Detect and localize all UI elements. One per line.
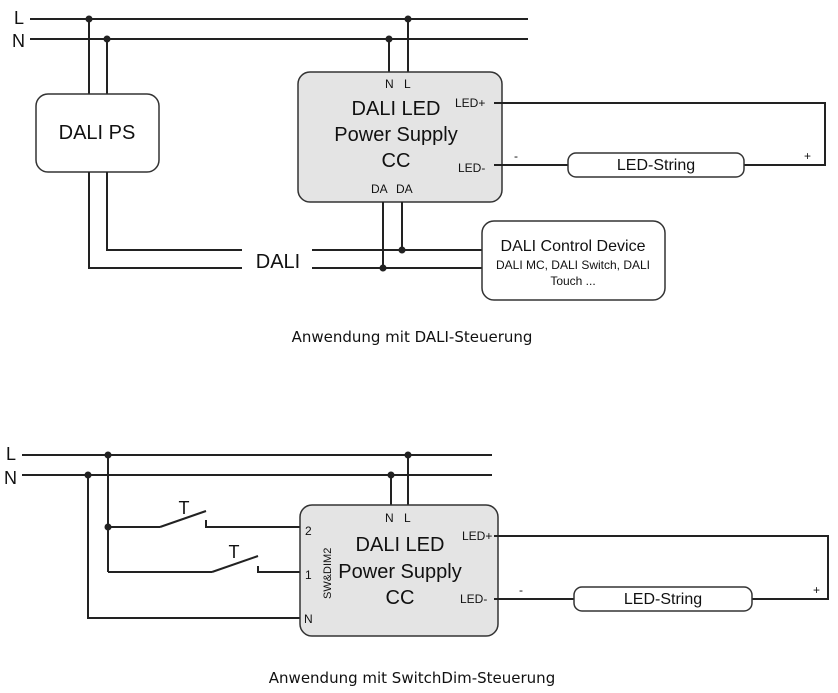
switch2-output-wire (257, 566, 300, 573)
psu-pin-2: 2 (305, 524, 312, 538)
dali-bus-wire-upper (106, 172, 242, 251)
dali-ps-box (35, 93, 160, 173)
junction-dot (103, 35, 111, 43)
junction-dot (404, 15, 412, 23)
switch2-label: T (229, 542, 240, 562)
psu-led-minus: LED- (458, 161, 485, 175)
switch2-contact (211, 555, 259, 573)
psu-title-line3: CC (382, 150, 411, 172)
psu-pin-n: N (385, 77, 394, 91)
psu-title-line1: DALI LED (356, 534, 445, 556)
n-terminal-wire (87, 475, 300, 619)
psu-pin-l: L (404, 77, 411, 91)
dali-bus-wire-lower (88, 172, 242, 269)
psu-box (299, 504, 499, 637)
led-string-plus-sign: + (813, 583, 820, 597)
dali-control-device-box (481, 220, 666, 301)
led-string-minus-sign: - (514, 149, 518, 163)
switch1-label: T (179, 498, 190, 518)
dali-control-diagram: L N DALI PS N L DALI LED Power Supply CC… (12, 8, 826, 346)
dali-control-device-line1: DALI MC, DALI Switch, DALI (496, 258, 650, 272)
junction-dot (385, 35, 393, 43)
junction-dot (84, 471, 92, 479)
psu-title-line3: CC (386, 587, 415, 609)
mains-n-label: N (4, 468, 17, 488)
led-plus-wire (494, 535, 829, 600)
psu-pin-da1: DA (371, 182, 388, 196)
dali-control-device-title: DALI Control Device (501, 238, 646, 255)
led-string-plus-sign: + (804, 149, 811, 163)
mains-l-label: L (6, 444, 16, 464)
psu-led-plus: LED+ (455, 96, 485, 110)
mains-n-label: N (12, 31, 25, 51)
psu-swdim-label: SW&DIM2 (322, 548, 334, 599)
led-plus-wire (494, 102, 826, 166)
diagram2-caption: Anwendung mit SwitchDim-Steuerung (269, 669, 555, 687)
psu-led-minus: LED- (460, 592, 487, 606)
led-string-minus-sign: - (519, 583, 523, 597)
junction-dot (398, 246, 406, 254)
psu-led-plus: LED+ (462, 529, 492, 543)
junction-dot (85, 15, 93, 23)
psu-title-line1: DALI LED (352, 98, 441, 120)
mains-l-label: L (14, 8, 24, 28)
switch1-contact (159, 510, 207, 528)
psu-pin-n-left: N (304, 612, 313, 626)
switch1-output-wire (205, 520, 300, 528)
led-string-label: LED-String (624, 591, 702, 608)
psu-title-line2: Power Supply (334, 124, 457, 146)
psu-box (297, 71, 503, 203)
dali-ps-label: DALI PS (59, 122, 136, 144)
psu-pin-1: 1 (305, 568, 312, 582)
psu-pin-n: N (385, 511, 394, 525)
psu-pin-l: L (404, 511, 411, 525)
led-string-label: LED-String (617, 157, 695, 174)
diagram1-caption: Anwendung mit DALI-Steuerung (292, 328, 533, 346)
psu-title-line2: Power Supply (338, 561, 461, 583)
dali-bus-label: DALI (256, 251, 300, 273)
led-string-box (573, 586, 753, 612)
switchdim-control-diagram: L N T T N L 2 1 N SW&DIM2 DALI LE (4, 444, 829, 687)
dali-control-device-line2: Touch ... (550, 274, 595, 288)
led-string-box (567, 152, 745, 178)
junction-dot (104, 451, 112, 459)
psu-pin-da2: DA (396, 182, 413, 196)
junction-dot (379, 264, 387, 272)
junction-dot (404, 451, 412, 459)
junction-dot (387, 471, 395, 479)
